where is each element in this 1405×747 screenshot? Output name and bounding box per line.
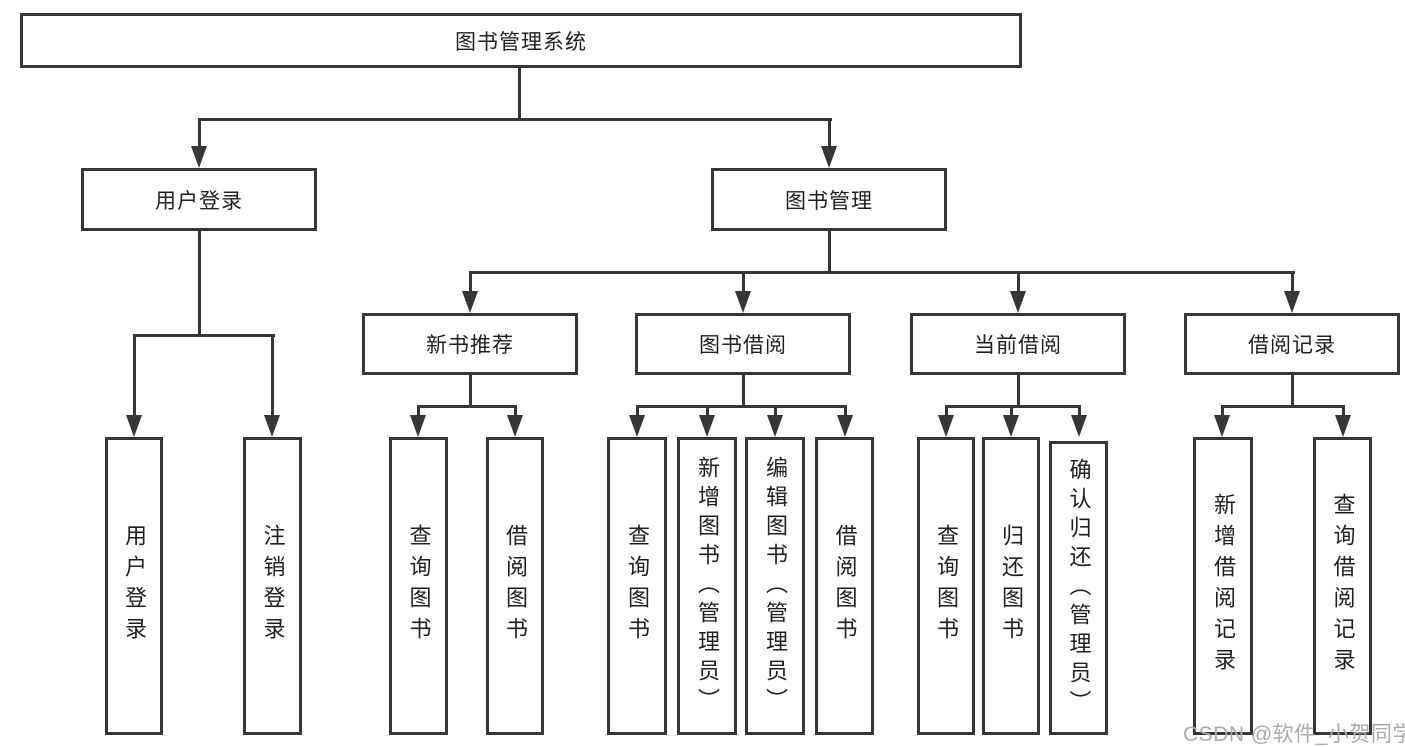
leaf-borrow-books-2-label: 借阅图书 <box>832 524 858 648</box>
connector-drop-leaf <box>636 405 639 419</box>
connector-current-branch <box>945 405 1081 408</box>
leaf-add-borrow-record: 新增借阅记录 <box>1193 437 1253 735</box>
arrow-down-icon <box>1214 415 1230 437</box>
arrow-down-icon <box>462 291 478 313</box>
leaf-query-books-2: 查询图书 <box>607 437 667 735</box>
connector-drop-leaf <box>706 405 709 419</box>
leaf-confirm-return-admin-label: 确认归还（管理员） <box>1066 457 1092 719</box>
leaf-user-login-label: 用户登录 <box>122 524 147 648</box>
leaf-borrow-books-1: 借阅图书 <box>486 437 544 735</box>
arrow-down-icon <box>938 415 954 437</box>
connector-drop-leaf <box>774 405 777 419</box>
connector-drop-leaf <box>1221 405 1224 419</box>
leaf-query-borrow-record: 查询借阅记录 <box>1313 437 1372 735</box>
connector-drop-leaf <box>1010 405 1013 419</box>
arrow-down-icon <box>126 415 142 437</box>
leaf-query-books-3: 查询图书 <box>917 437 975 735</box>
leaf-user-login: 用户登录 <box>105 437 163 735</box>
arrow-down-icon <box>821 146 837 168</box>
connector-records-trunk <box>1291 375 1294 407</box>
leaf-add-books-admin: 新增图书（管理员） <box>677 437 737 735</box>
leaf-query-books-1-label: 查询图书 <box>406 524 432 648</box>
connector-drop-leaf <box>271 334 274 419</box>
node-new-books-label: 新书推荐 <box>426 334 514 357</box>
node-borrow-records-label: 借阅记录 <box>1248 334 1336 357</box>
connector-records-branch <box>1221 405 1345 408</box>
connector-drop-leaf <box>133 334 136 419</box>
arrow-down-icon <box>191 146 207 168</box>
leaf-query-books-3-label: 查询图书 <box>934 524 959 648</box>
arrow-down-icon <box>735 291 751 313</box>
connector-drop-leaf <box>844 405 847 419</box>
leaf-return-books: 归还图书 <box>982 437 1040 735</box>
leaf-query-books-1: 查询图书 <box>389 437 448 735</box>
connector-user-login-branch <box>133 334 275 337</box>
node-book-borrow-label: 图书借阅 <box>699 334 787 357</box>
node-current-borrow: 当前借阅 <box>910 313 1126 375</box>
node-current-borrow-label: 当前借阅 <box>974 334 1062 357</box>
arrow-down-icon <box>767 415 783 437</box>
connector-borrow-trunk <box>742 375 745 407</box>
connector-drop-borrow <box>742 271 745 295</box>
node-book-mgmt-label: 图书管理 <box>785 189 873 213</box>
node-user-login-label: 用户登录 <box>155 189 243 213</box>
node-new-books: 新书推荐 <box>362 313 578 375</box>
arrow-down-icon <box>1284 291 1300 313</box>
connector-new-books-branch <box>417 405 517 408</box>
connector-borrow-branch <box>636 405 847 408</box>
connector-drop-current <box>1017 271 1020 295</box>
node-borrow-records: 借阅记录 <box>1184 313 1400 375</box>
arrow-down-icon <box>699 415 715 437</box>
connector-drop-leaf <box>417 405 420 419</box>
node-book-borrow: 图书借阅 <box>635 313 851 375</box>
leaf-borrow-books-1-label: 借阅图书 <box>503 524 528 648</box>
connector-drop-leaf <box>1078 405 1081 419</box>
leaf-query-books-2-label: 查询图书 <box>625 524 650 648</box>
connector-drop-book-mgmt <box>828 118 831 150</box>
connector-drop-user-login <box>198 118 201 150</box>
arrow-down-icon <box>837 415 853 437</box>
leaf-borrow-books-2: 借阅图书 <box>815 437 874 735</box>
connector-current-trunk <box>1017 375 1020 407</box>
leaf-add-borrow-record-label: 新增借阅记录 <box>1211 493 1236 679</box>
connector-new-books-trunk <box>469 375 472 407</box>
arrow-down-icon <box>264 415 280 437</box>
connector-drop-leaf <box>945 405 948 419</box>
connector-root-trunk <box>518 68 521 120</box>
node-book-mgmt: 图书管理 <box>711 168 947 231</box>
connector-level1-branch <box>198 118 832 121</box>
leaf-logout: 注销登录 <box>243 437 302 735</box>
arrow-down-icon <box>1335 415 1351 437</box>
node-library-system: 图书管理系统 <box>20 13 1022 68</box>
leaf-return-books-label: 归还图书 <box>999 524 1024 648</box>
arrow-down-icon <box>507 415 523 437</box>
connector-drop-leaf <box>1342 405 1345 419</box>
arrow-down-icon <box>1071 415 1087 437</box>
arrow-down-icon <box>629 415 645 437</box>
connector-drop-leaf <box>514 405 517 419</box>
leaf-query-borrow-record-label: 查询借阅记录 <box>1330 493 1356 679</box>
node-user-login: 用户登录 <box>81 168 317 231</box>
arrow-down-icon <box>410 415 426 437</box>
leaf-logout-label: 注销登录 <box>260 524 286 648</box>
leaf-edit-books-admin-label: 编辑图书（管理员） <box>763 455 788 717</box>
arrow-down-icon <box>1003 415 1019 437</box>
arrow-down-icon <box>1010 291 1026 313</box>
leaf-edit-books-admin: 编辑图书（管理员） <box>745 437 805 735</box>
connector-drop-new-books <box>469 271 472 295</box>
leaf-confirm-return-admin: 确认归还（管理员） <box>1049 441 1108 735</box>
connector-drop-records <box>1291 271 1294 295</box>
connector-level2-branch <box>469 271 1295 274</box>
connector-book-mgmt-trunk <box>828 231 831 273</box>
connector-user-login-trunk <box>198 231 201 336</box>
watermark-csdn: CSDN @软件_小贺同学 <box>1183 723 1405 746</box>
leaf-add-books-admin-label: 新增图书（管理员） <box>695 455 720 717</box>
node-library-system-label: 图书管理系统 <box>455 30 587 54</box>
